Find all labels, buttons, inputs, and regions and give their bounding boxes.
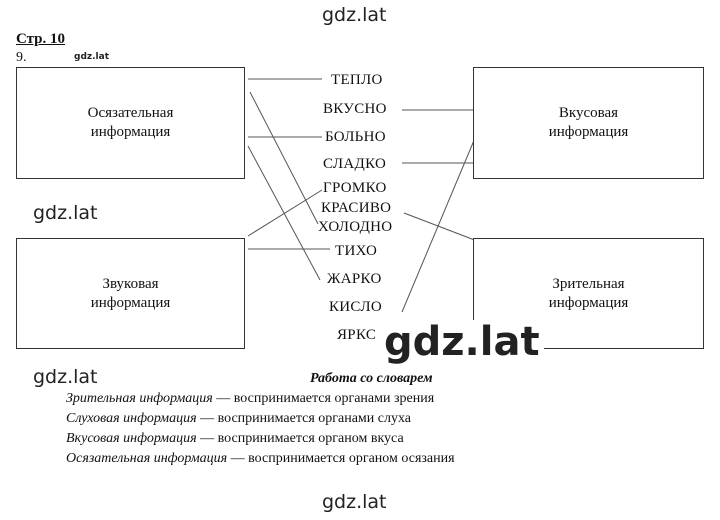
dictionary-term: Вкусовая информация — [66, 431, 197, 446]
word-sour: КИСЛО — [329, 299, 382, 315]
watermark-small: gdz.lat — [74, 52, 110, 62]
word-bright: ЯРКС — [337, 327, 377, 343]
word-sweet: СЛАДКО — [323, 156, 387, 172]
dictionary-term: Зрительная информация — [66, 391, 213, 406]
dictionary-definition: — воспринимается органами слуха — [196, 411, 412, 426]
word-cold: ХОЛОДНО — [318, 219, 393, 235]
dictionary-definition: — воспринимается органами зрения — [212, 391, 435, 406]
tactile-info-box: Осязательная информация — [16, 67, 245, 179]
dictionary-entry: Вкусовая информация — воспринимается орг… — [66, 429, 455, 449]
sound-info-label: Звуковая информация — [90, 275, 171, 311]
taste-info-label: Вкусовая информация — [548, 105, 629, 140]
line-tactile-cold — [249, 91, 319, 225]
dictionary-term: Осязательная информация — [66, 451, 228, 466]
visual-info-label: Зрительная информация — [548, 275, 629, 311]
dictionary-entry: Зрительная информация — воспринимается о… — [66, 389, 455, 409]
line-tactile-hot — [247, 145, 321, 281]
word-warm: ТЕПЛО — [331, 72, 383, 88]
line-sound-loud — [247, 189, 323, 237]
taste-info-box: Вкусовая информация — [473, 67, 704, 179]
watermark-big: gdz.lat — [380, 320, 544, 364]
line-visual-beautiful — [403, 212, 486, 245]
word-painful: БОЛЬНО — [325, 129, 386, 145]
dictionary-definition: — воспринимается органом вкуса — [196, 431, 404, 446]
word-tasty: ВКУСНО — [323, 101, 387, 117]
dictionary-definition: — воспринимается органом осязания — [227, 451, 455, 466]
line-taste-sour — [401, 137, 476, 313]
word-loud: ГРОМКО — [323, 180, 387, 196]
sound-info-box: Звуковая информация — [16, 238, 245, 349]
tactile-info-label: Осязательная информация — [87, 105, 174, 140]
page-title: Стр. 10 — [16, 31, 66, 47]
dictionary-term: Слуховая информация — [66, 411, 197, 426]
dictionary-list: Зрительная информация — воспринимается о… — [66, 389, 455, 469]
watermark-left-mid: gdz.lat — [33, 202, 98, 224]
word-beautiful: КРАСИВО — [321, 200, 392, 216]
dictionary-title: Работа со словарем — [310, 371, 433, 386]
task-number: 9. — [16, 50, 27, 65]
watermark-left-bottom: gdz.lat — [33, 366, 98, 388]
watermark-bottom: gdz.lat — [322, 491, 387, 513]
dictionary-entry: Слуховая информация — воспринимается орг… — [66, 409, 455, 429]
dictionary-entry: Осязательная информация — воспринимается… — [66, 449, 455, 469]
word-quiet: ТИХО — [335, 243, 378, 259]
word-hot: ЖАРКО — [327, 271, 382, 287]
watermark-top: gdz.lat — [322, 4, 387, 26]
